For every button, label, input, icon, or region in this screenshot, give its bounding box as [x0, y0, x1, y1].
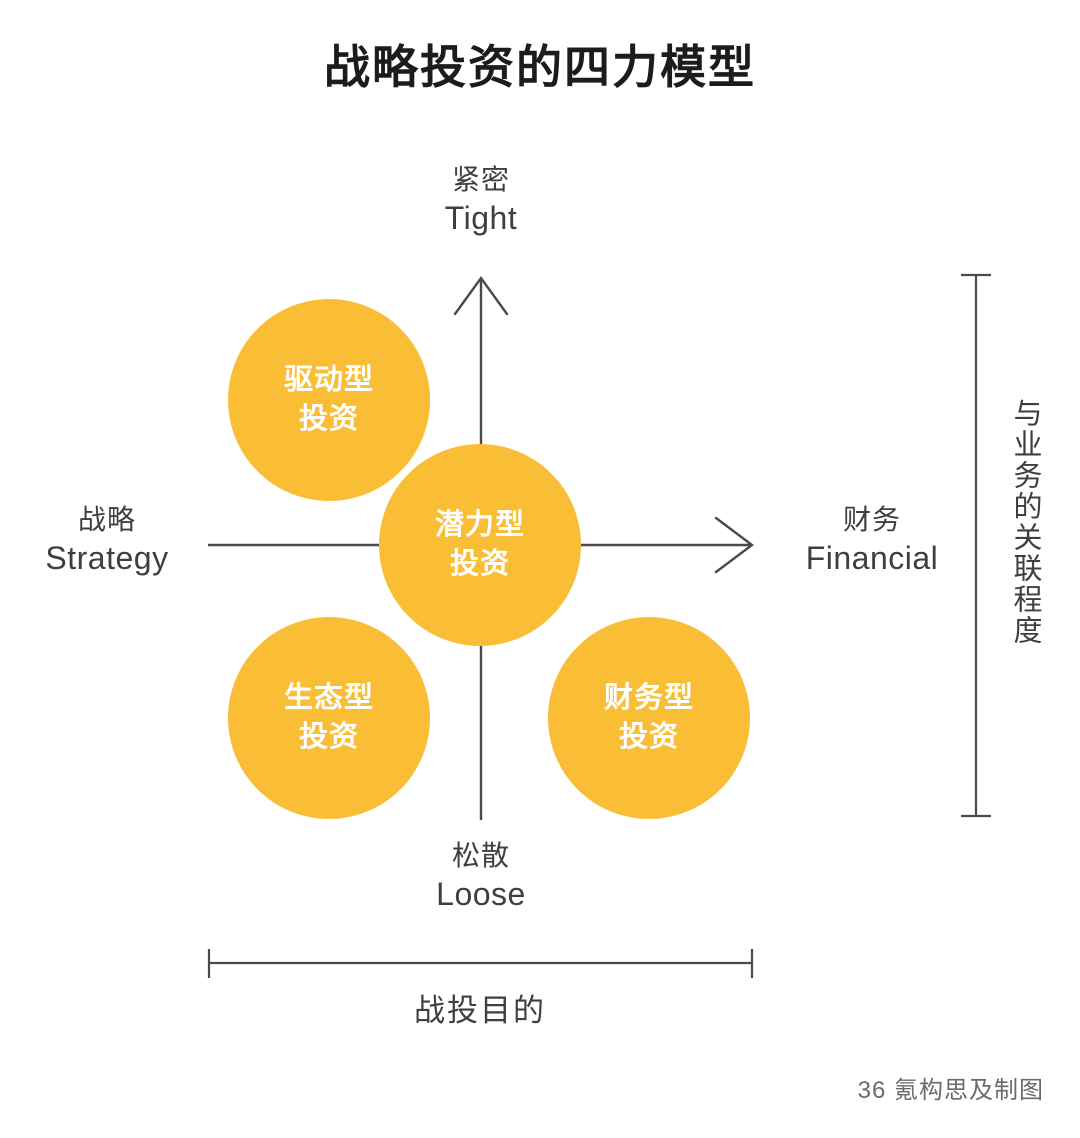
- axis-label-bottom-en: Loose: [436, 875, 526, 912]
- axis-label-left-en: Strategy: [45, 539, 169, 576]
- bubble-drive-line1: 驱动型: [283, 363, 374, 396]
- axis-label-right: 财务 Financial: [772, 502, 972, 579]
- axis-label-top: 紧密 Tight: [381, 162, 581, 239]
- bubble-drive-line2: 投资: [298, 403, 359, 435]
- bubble-potential-investment: 潜力型 投资: [379, 444, 581, 646]
- bubble-ecosystem-investment: 生态型 投资: [228, 617, 430, 819]
- axis-label-left: 战略 Strategy: [7, 502, 207, 579]
- axis-label-right-en: Financial: [805, 539, 939, 576]
- axis-label-bottom: 松散 Loose: [381, 838, 581, 915]
- bubble-finance-line2: 投资: [618, 721, 679, 753]
- bubble-finance-line1: 财务型: [603, 681, 694, 714]
- bubble-eco-line2: 投资: [298, 721, 359, 753]
- axis-label-bottom-cn: 松散: [451, 840, 510, 871]
- axis-label-right-cn: 财务: [842, 504, 901, 535]
- axis-label-left-cn: 战略: [77, 504, 136, 535]
- credit-text: 36 氪构思及制图: [857, 1077, 1044, 1104]
- horizontal-axis-arrowhead: [714, 516, 754, 574]
- bubble-drive-investment: 驱动型 投资: [228, 299, 430, 501]
- bottom-bracket-label: 战投目的: [414, 993, 546, 1028]
- bubble-financial-investment: 财务型 投资: [548, 617, 750, 819]
- axis-label-top-cn: 紧密: [451, 164, 510, 195]
- right-bracket-label: 与业务的关联程度: [1009, 398, 1041, 646]
- vertical-axis-arrowhead: [453, 275, 509, 316]
- bubble-potential-line1: 潜力型: [434, 508, 525, 541]
- bubble-potential-line2: 投资: [449, 548, 510, 580]
- page-title: 战略投资的四力模型: [324, 41, 756, 93]
- bubble-eco-line1: 生态型: [283, 681, 374, 714]
- axis-label-top-en: Tight: [444, 199, 518, 236]
